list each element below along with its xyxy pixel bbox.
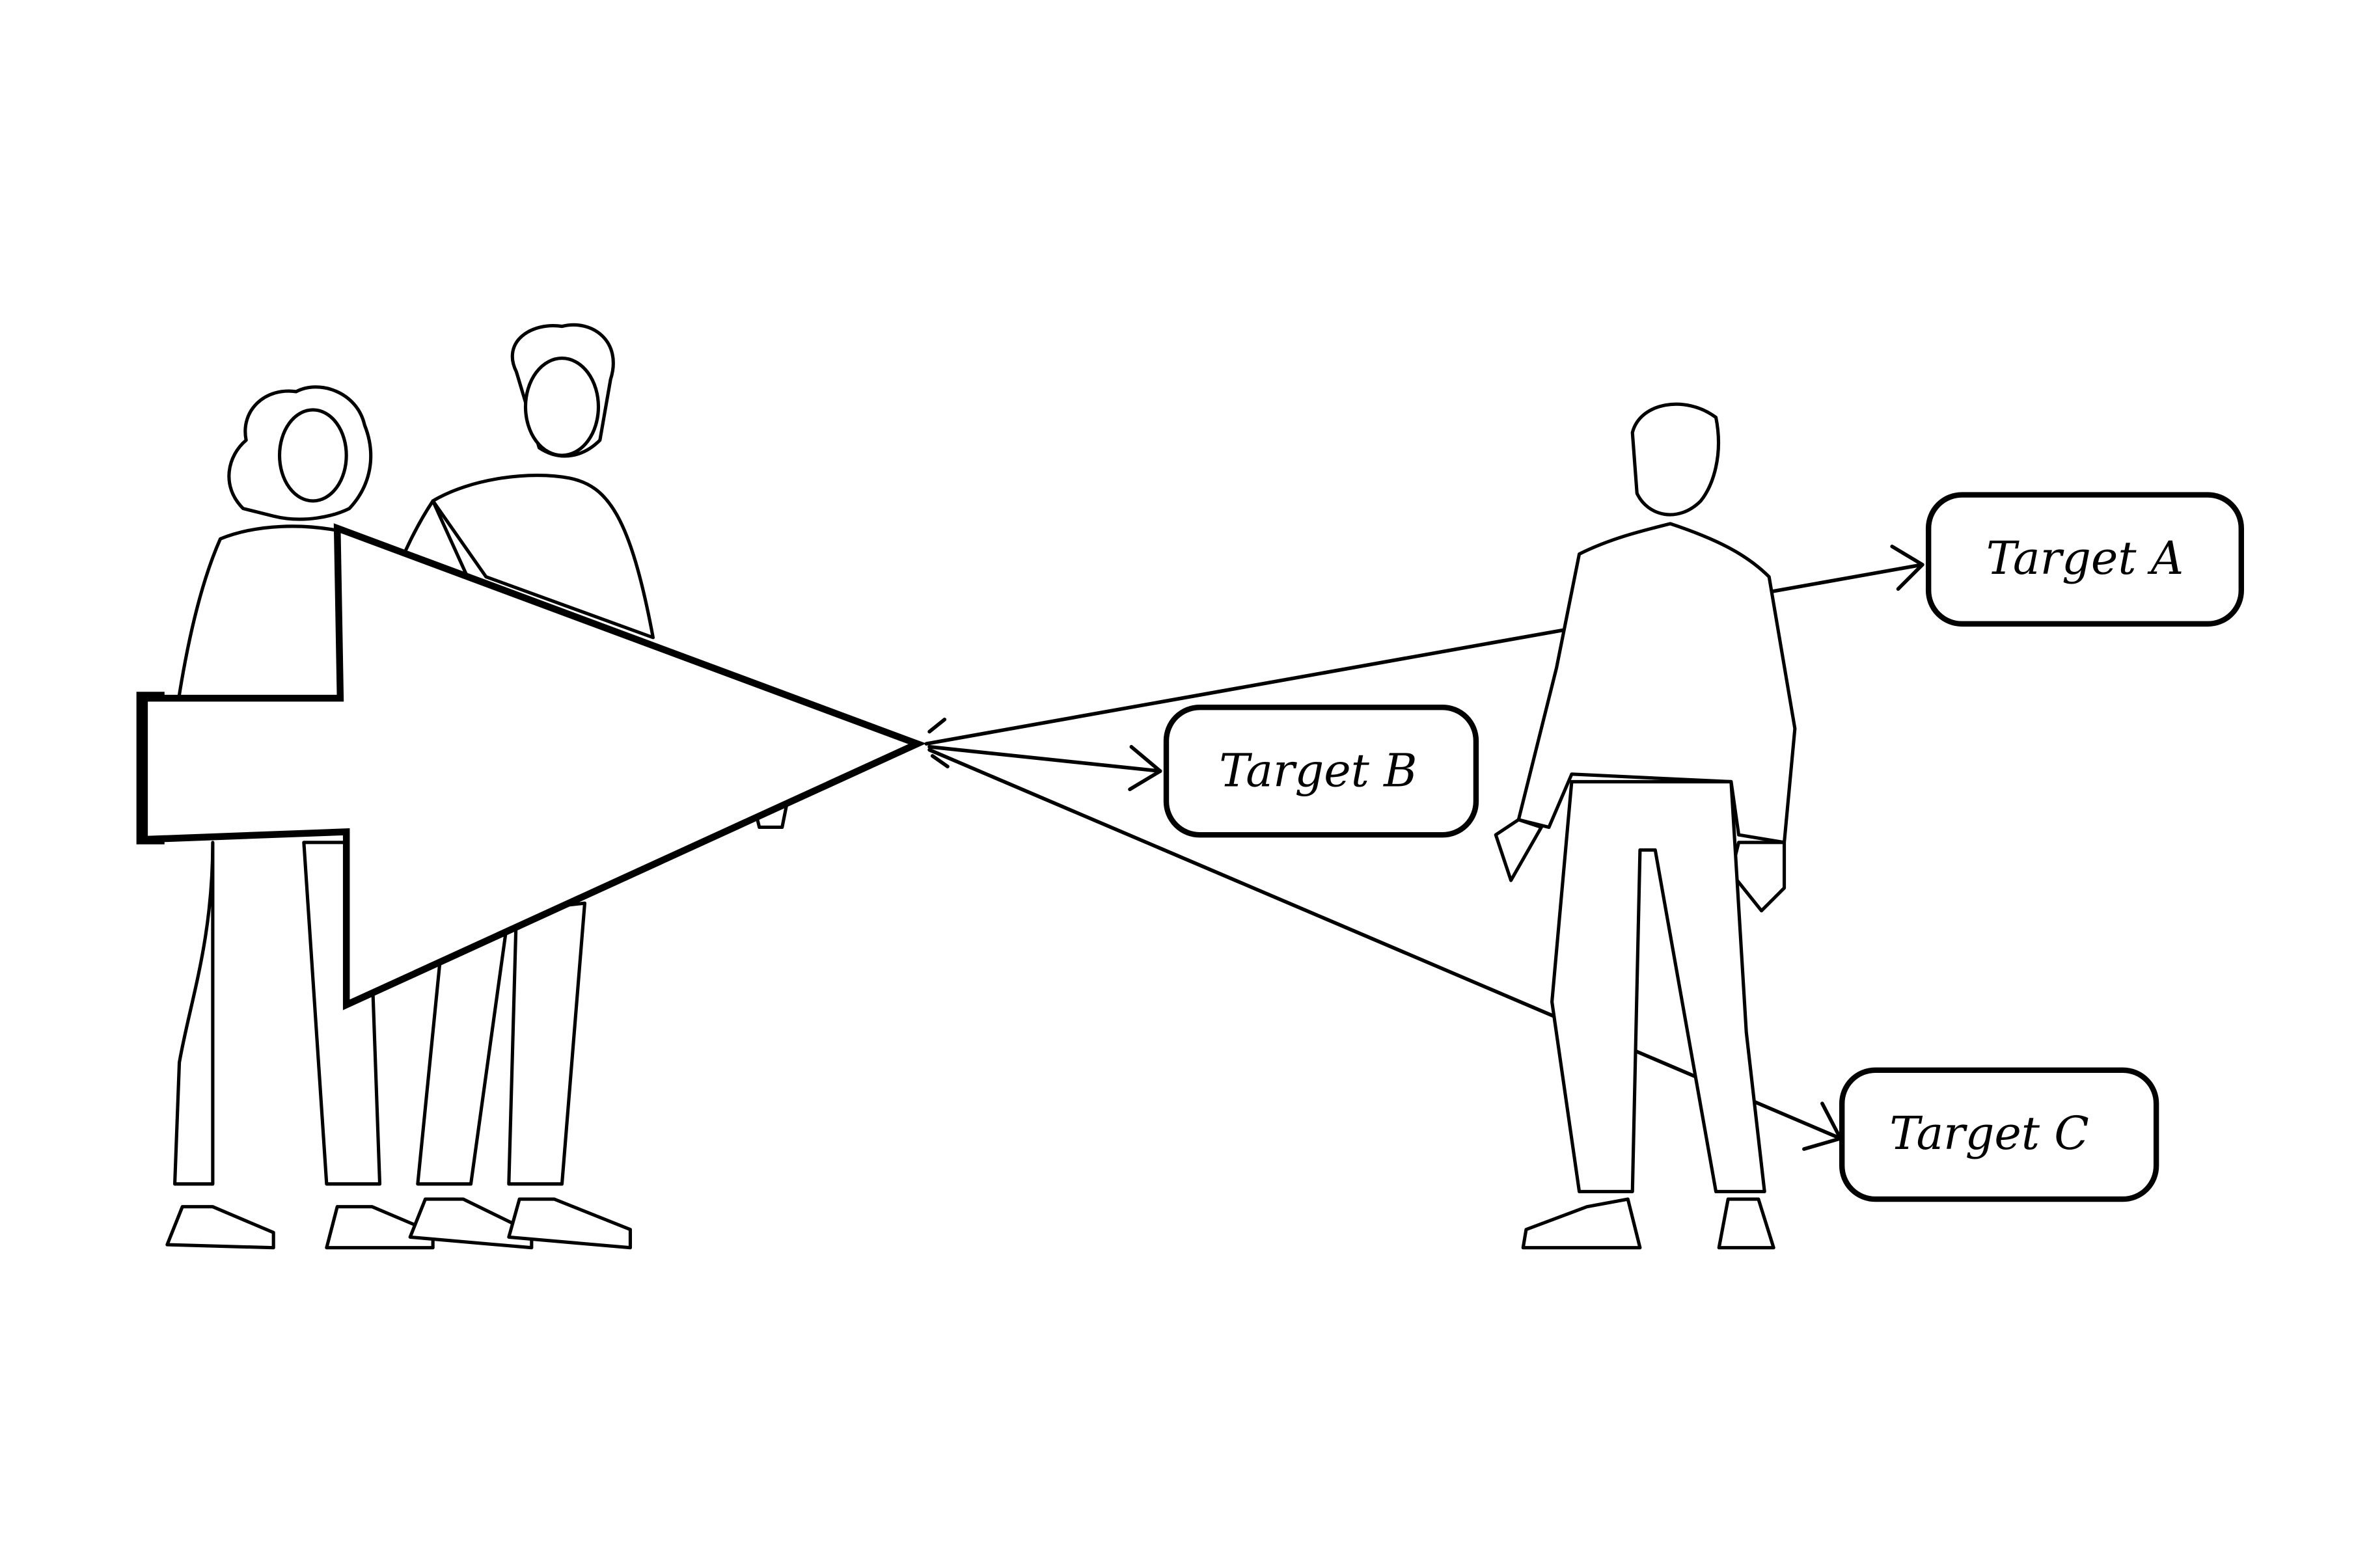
- target-b-box[interactable]: Target B: [1163, 704, 1479, 838]
- spark-mark: [930, 754, 950, 768]
- arrowhead-b-icon: [1128, 745, 1162, 791]
- line-to-target-b: [927, 745, 1162, 773]
- connector-lines: [924, 545, 1924, 1151]
- target-c-label: Target C: [1889, 1107, 2089, 1160]
- line-to-target-c: [927, 748, 1842, 1141]
- target-c-box[interactable]: Target C: [1839, 1067, 2159, 1202]
- line-to-target-a-part2: [1767, 563, 1924, 594]
- spark-mark: [927, 718, 947, 734]
- arrowhead-a-icon: [1890, 545, 1924, 591]
- big-cursor-arrow-icon: [141, 523, 927, 1010]
- standing-man-figure: [1494, 402, 1797, 1250]
- woman-figure: [136, 385, 435, 1250]
- target-b-label: Target B: [1219, 744, 1417, 797]
- line-to-target-a-part1: [924, 628, 1567, 746]
- target-a-box[interactable]: Target A: [1925, 492, 2244, 627]
- target-a-label: Target A: [1986, 532, 2184, 585]
